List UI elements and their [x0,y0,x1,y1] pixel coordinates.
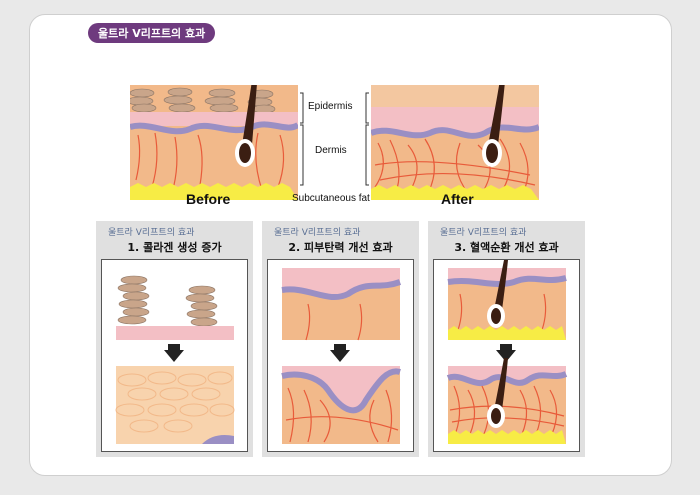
panel-illustration [433,259,580,452]
panel-elasticity: 울트라 V리프트의 효과 2. 피부탄력 개선 효과 [262,221,419,457]
before-label: Before [186,191,231,207]
panel-illustration [267,259,414,452]
after-skin [371,85,539,200]
diagram-title: 울트라 V리프트의 효과 [88,23,216,43]
panel-heading: 3. 혈액순환 개선 효과 [454,241,559,254]
panel-heading: 1. 콜라겐 생성 증가 [127,241,222,254]
panel-collagen: 울트라 V리프트의 효과 1. 콜라겐 생성 증가 [96,221,253,457]
subcutaneous-fat-label: Subcutaneous fat [292,193,370,204]
panel-heading: 2. 피부탄력 개선 효과 [288,241,393,254]
panel-subtitle: 울트라 V리프트의 효과 [108,228,195,238]
before-skin [130,85,298,200]
diagram-card: 울트라 V리프트의 효과 [29,14,672,476]
panel-illustration [101,259,248,452]
dermis-label: Dermis [315,145,347,156]
panel-subtitle: 울트라 V리프트의 효과 [440,228,527,238]
elasticity-svg [281,268,402,444]
layer-brackets [300,92,369,186]
panel-circulation: 울트라 V리프트의 효과 3. 혈액순환 개선 효과 [428,221,585,457]
circulation-svg [446,260,568,444]
epidermis-label: Epidermis [308,101,353,112]
panel-subtitle: 울트라 V리프트의 효과 [274,228,361,238]
collagen-svg [115,268,235,444]
after-label: After [441,191,474,207]
before-after-illustration [130,85,539,200]
